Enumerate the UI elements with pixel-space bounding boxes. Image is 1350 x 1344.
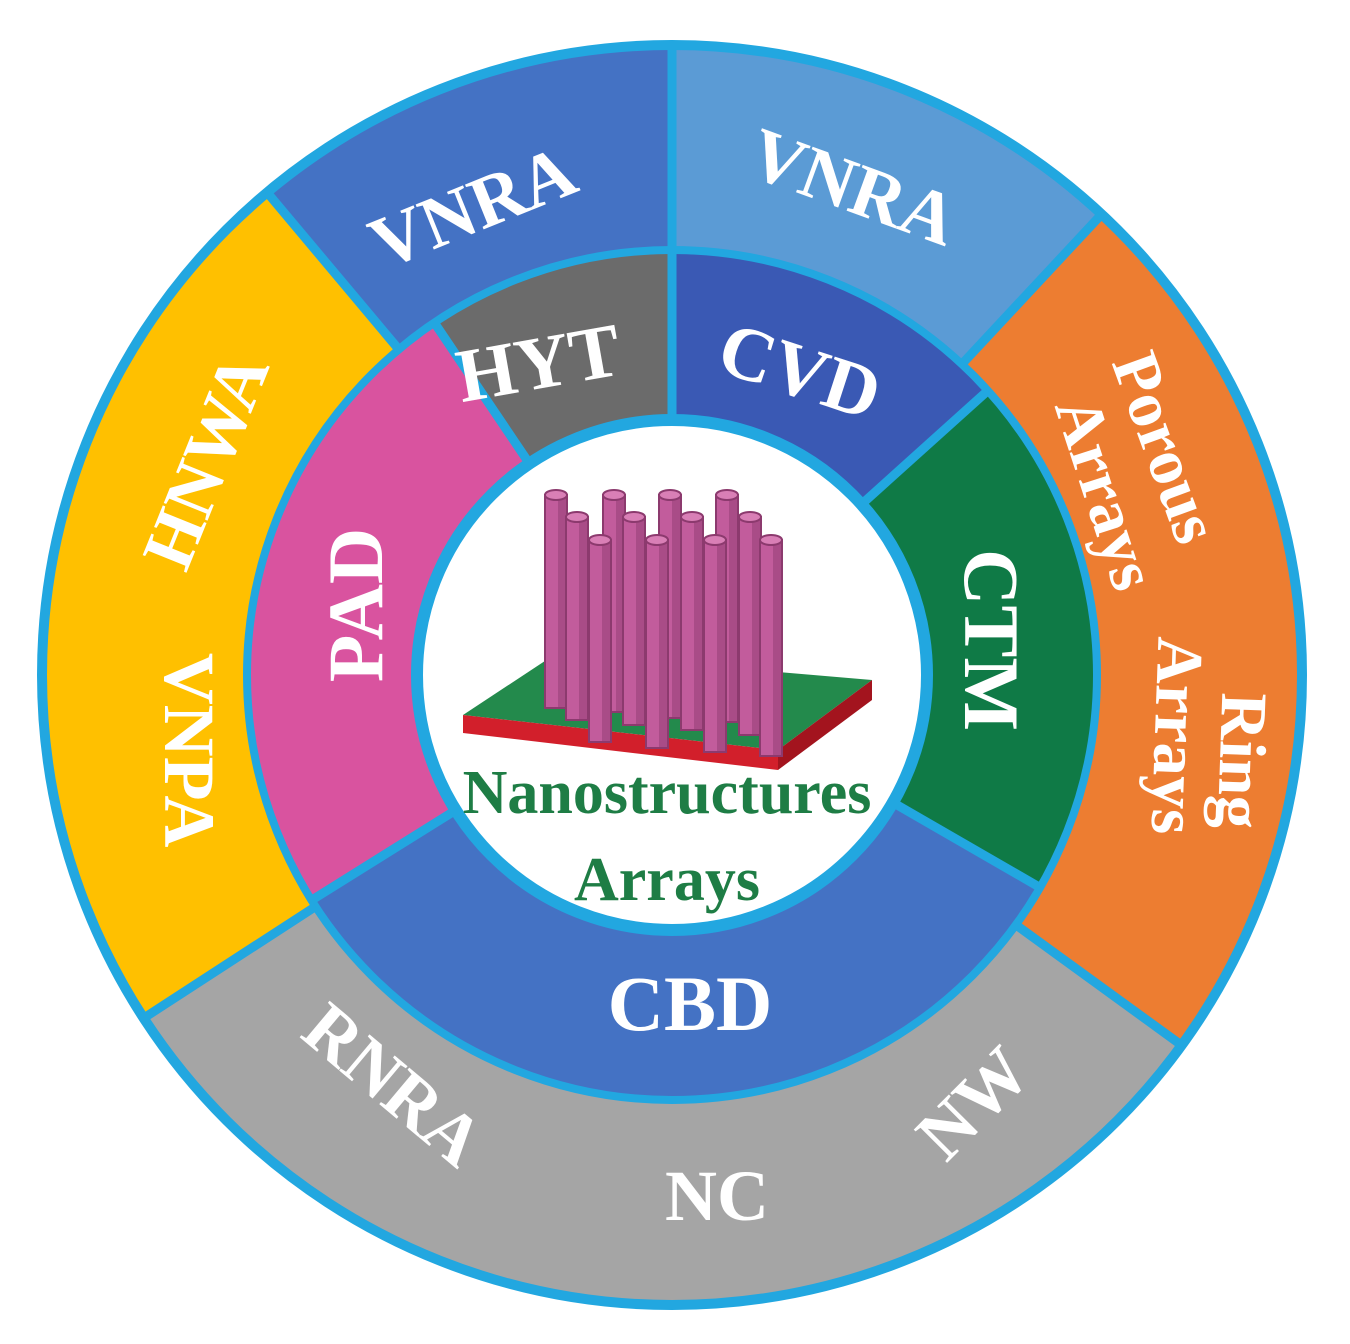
nanorod (759, 534, 783, 757)
nanorod (622, 511, 646, 726)
outer-label-ring: Ring (1203, 692, 1281, 830)
inner-label-pad: PAD (312, 528, 399, 683)
outer-label-vnpa: VNPA (149, 653, 229, 848)
nanorod (680, 511, 704, 731)
inner-segment-hyt (434, 250, 672, 467)
nanorod (588, 534, 612, 743)
outer-segment-vnra-left (267, 45, 672, 350)
center-title-line1: Nanostructures (463, 759, 872, 827)
nanorod (703, 534, 727, 753)
outer-divider-4 (141, 902, 319, 1022)
outer-label-nc: NC (665, 1156, 769, 1236)
outer-label-arrays-2: Arrays (1137, 636, 1217, 836)
inner-segment-pad (247, 322, 532, 901)
ring-segments (41, 45, 1302, 1305)
nanorod (565, 511, 589, 721)
inner-divider-3 (887, 797, 1043, 892)
inner-divider-2 (856, 387, 991, 510)
nanorod (738, 511, 762, 736)
inner-divider-4 (309, 804, 461, 905)
outer-segment-orange (961, 214, 1302, 1046)
inner-segment-ctm (859, 390, 1097, 888)
nanorod-array-icon (544, 489, 783, 757)
nanorod (544, 489, 568, 709)
outer-divider-2 (958, 211, 1105, 368)
inner-label-ctm: CTM (948, 549, 1035, 731)
nanorod (645, 534, 669, 749)
inner-segment-cvd (672, 250, 988, 507)
ring-dividers (37, 40, 1307, 1310)
inner-divider-0 (430, 320, 535, 469)
outer-segment-vnra-right (672, 45, 1102, 365)
outer-divider-0 (263, 189, 403, 353)
outer-divider-3 (1013, 921, 1185, 1049)
outer-segment-yellow (41, 192, 399, 1019)
inner-label-cbd: CBD (608, 960, 773, 1047)
center-title-line2: Arrays (574, 846, 760, 914)
inner-segment-cbd (311, 801, 1041, 1100)
